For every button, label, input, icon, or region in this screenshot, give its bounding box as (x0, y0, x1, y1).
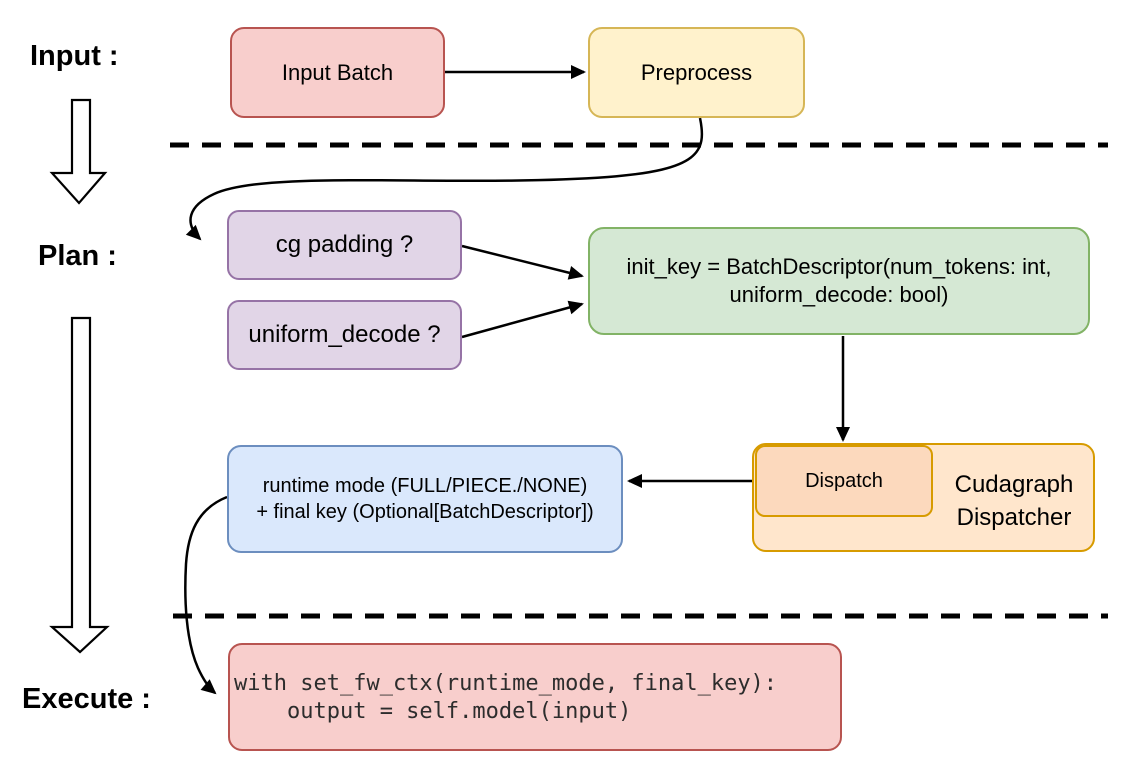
node-uniform-decode: uniform_decode ? (227, 300, 462, 370)
node-cudagraph-dispatcher-label: Cudagraph Dispatcher (933, 468, 1095, 534)
node-dispatch-label: Dispatch (805, 469, 883, 492)
hollow-arrow-input-to-plan (49, 98, 108, 205)
node-dispatch: Dispatch (755, 445, 933, 517)
node-cg-padding: cg padding ? (227, 210, 462, 280)
node-input-batch: Input Batch (230, 27, 445, 118)
node-cg-padding-label: cg padding ? (275, 231, 414, 258)
node-uniform-decode-label: uniform_decode ? (248, 321, 441, 348)
node-input-batch-label: Input Batch (281, 59, 394, 85)
execute-code-line2: output = self.model(input) (234, 699, 632, 724)
node-runtime-result-line1: runtime mode (FULL/PIECE./NONE) (262, 475, 588, 497)
cudagraph-label-line1: Cudagraph (954, 471, 1074, 498)
execute-code-line1: with set_fw_ctx(runtime_mode, final_key)… (234, 671, 778, 696)
node-preprocess-label: Preprocess (640, 59, 753, 85)
stage-label-input: Input : (30, 40, 119, 72)
cudagraph-label-line2: Dispatcher (956, 504, 1072, 531)
hollow-arrow-plan-to-execute (49, 316, 110, 654)
node-init-key-line1: init_key = BatchDescriptor(num_tokens: i… (626, 254, 1052, 279)
node-runtime-result: runtime mode (FULL/PIECE./NONE) + final … (227, 445, 623, 553)
arrow-cg-padding-to-init-key (461, 244, 584, 280)
stage-label-execute: Execute : (22, 683, 151, 715)
arrow-uniform-decode-to-init-key (461, 300, 584, 339)
node-execute-code: with set_fw_ctx(runtime_mode, final_key)… (228, 643, 842, 751)
arrow-runtime-result-to-execute-code (184, 495, 228, 695)
node-runtime-result-line2: + final key (Optional[BatchDescriptor]) (256, 501, 594, 523)
stage-label-plan: Plan : (38, 240, 117, 272)
node-init-key: init_key = BatchDescriptor(num_tokens: i… (588, 227, 1090, 335)
node-init-key-line2: uniform_decode: bool) (729, 282, 949, 307)
node-preprocess: Preprocess (588, 27, 805, 118)
